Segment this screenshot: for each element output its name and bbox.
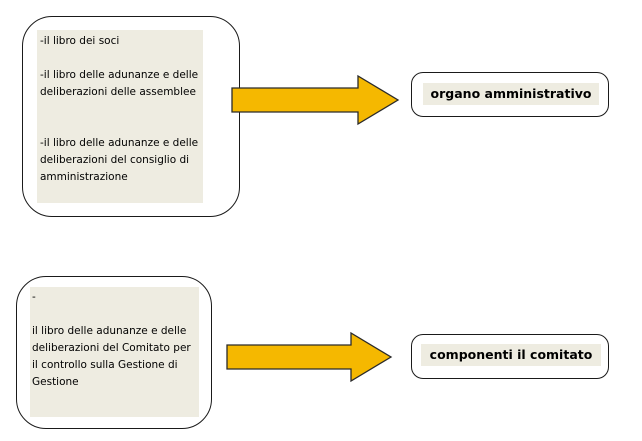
source-line: Gestione <box>32 376 79 388</box>
line-gap <box>40 101 198 118</box>
source-line: -il libro delle adunanze e delle <box>40 69 199 81</box>
arrow-1-shape <box>231 74 400 126</box>
line-gap <box>40 50 198 67</box>
source-line: -il libro delle adunanze e delle <box>40 137 199 149</box>
line-gap <box>32 306 191 323</box>
source-line: -il libro dei soci <box>40 35 120 47</box>
source-line: - <box>32 291 36 303</box>
line-gap <box>40 118 198 135</box>
source-line: deliberazioni delle assemblee <box>40 86 196 98</box>
source-text-1: -il libro dei soci -il libro delle adunan… <box>40 33 198 186</box>
arrow-1 <box>231 74 400 126</box>
arrow-2-shape <box>226 331 393 383</box>
source-text-2: - il libro delle adunanze e delle deliber… <box>32 289 191 391</box>
source-line: il controllo sulla Gestione di <box>32 359 178 371</box>
source-shade-2 <box>30 287 199 417</box>
target-label-1: organo amministrativo <box>423 83 599 105</box>
source-line: il libro delle adunanze e delle <box>32 325 187 337</box>
arrow-2 <box>226 331 393 383</box>
source-shade-1 <box>37 30 203 203</box>
source-line: deliberazioni del consiglio di <box>40 154 190 166</box>
target-label-2: componenti il comitato <box>421 344 601 366</box>
source-line: amministrazione <box>40 171 128 183</box>
source-line: deliberazioni del Comitato per <box>32 342 191 354</box>
